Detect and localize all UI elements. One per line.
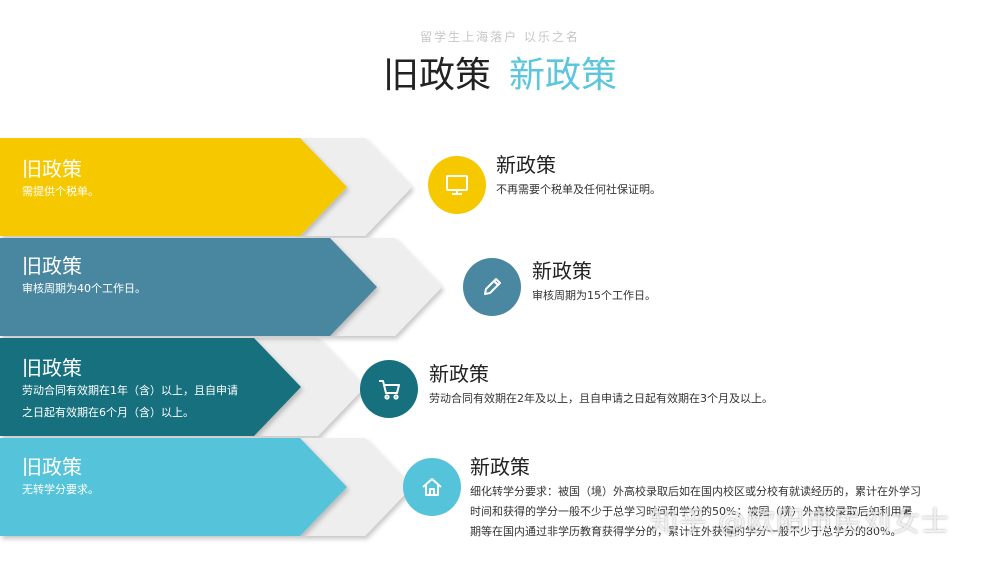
old-policy-desc: 需提供个税单。 bbox=[22, 185, 99, 198]
title-new: 新政策 bbox=[509, 55, 618, 96]
new-policy-title: 新政策 bbox=[429, 362, 489, 386]
old-policy-title: 旧政策 bbox=[22, 254, 82, 278]
new-policy-4: 新政策 细化转学分要求：被国（境）外高校录取后如在国内校区或分校有就读经历的，累… bbox=[470, 454, 921, 542]
chevron-2 bbox=[330, 238, 442, 336]
new-policy-desc-line-2: 时间和获得的学分一般不少于总学习时间和学分的50%；被国（境）外高校录取后如利用… bbox=[470, 505, 913, 518]
new-policy-desc: 审核周期为15个工作日。 bbox=[532, 289, 656, 302]
new-policy-1: 新政策 不再需要个税单及任何社保证明。 bbox=[496, 152, 661, 200]
new-policy-title: 新政策 bbox=[470, 455, 530, 479]
home-icon bbox=[403, 458, 461, 516]
old-policy-title: 旧政策 bbox=[22, 157, 82, 181]
old-policy-desc-line-1: 劳动合同有效期在1年（含）以上，且自申请 bbox=[22, 384, 238, 397]
new-policy-title: 新政策 bbox=[496, 153, 556, 177]
new-policy-3: 新政策 劳动合同有效期在2年及以上，且自申请之日起有效期在3个月及以上。 bbox=[429, 361, 773, 409]
old-policy-desc-line-2: 之日起有效期在6个月（含）以上。 bbox=[22, 406, 194, 419]
band-1 bbox=[0, 138, 347, 236]
new-policy-desc-line-1: 细化转学分要求：被国（境）外高校录取后如在国内校区或分校有就读经历的，累计在外学… bbox=[470, 485, 921, 498]
band-3 bbox=[0, 338, 301, 436]
chevron-3 bbox=[254, 338, 365, 436]
old-policy-desc: 审核周期为40个工作日。 bbox=[22, 282, 146, 295]
chevron-1 bbox=[300, 138, 412, 236]
new-policy-title: 新政策 bbox=[532, 259, 592, 283]
old-policy-4: 旧政策 无转学分要求。 bbox=[22, 454, 99, 500]
chevron-4 bbox=[300, 438, 412, 536]
page-title: 旧政策新政策 bbox=[0, 52, 1000, 100]
new-policy-desc: 劳动合同有效期在2年及以上，且自申请之日起有效期在3个月及以上。 bbox=[429, 392, 773, 405]
new-policy-2: 新政策 审核周期为15个工作日。 bbox=[532, 258, 656, 306]
pencil-icon bbox=[463, 258, 521, 316]
watermark: 知乎 @欧阳市民刘女士 bbox=[650, 505, 950, 538]
cart-icon bbox=[360, 360, 418, 418]
monitor-icon bbox=[428, 156, 486, 214]
band-4 bbox=[0, 438, 347, 536]
old-policy-1: 旧政策 需提供个税单。 bbox=[22, 156, 99, 202]
old-policy-title: 旧政策 bbox=[22, 356, 82, 380]
new-policy-desc: 不再需要个税单及任何社保证明。 bbox=[496, 183, 661, 196]
new-policy-desc-line-3: 期等在国内通过非学历教育获得学分的，累计在外获得的学分一般不少于总学分的80%。 bbox=[470, 525, 902, 538]
old-policy-3: 旧政策 劳动合同有效期在1年（含）以上，且自申请 之日起有效期在6个月（含）以上… bbox=[22, 355, 238, 423]
old-policy-2: 旧政策 审核周期为40个工作日。 bbox=[22, 253, 146, 299]
old-policy-desc: 无转学分要求。 bbox=[22, 483, 99, 496]
page-subtitle: 留学生上海落户 以乐之名 bbox=[420, 30, 580, 44]
band-2 bbox=[0, 238, 377, 336]
title-old: 旧政策 bbox=[382, 55, 491, 96]
old-policy-title: 旧政策 bbox=[22, 455, 82, 479]
